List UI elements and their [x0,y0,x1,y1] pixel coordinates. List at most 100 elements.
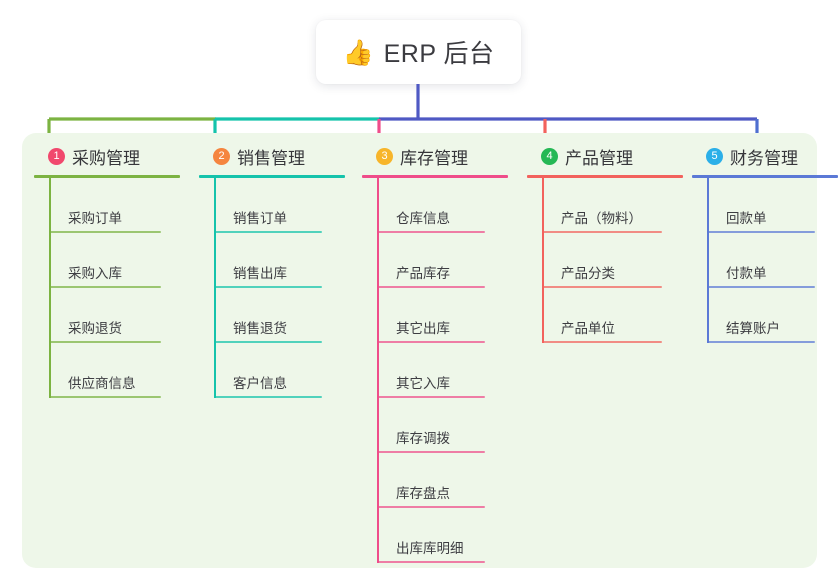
column-spine [214,178,216,398]
leaf-item[interactable]: 产品库存 [362,233,512,288]
leaf-item[interactable]: 产品分类 [527,233,687,288]
column-title: 采购管理 [72,148,140,168]
column-header-5[interactable]: 5 财务管理 [692,143,839,169]
column-header-rule [34,175,180,178]
leaf-item[interactable]: 其它出库 [362,288,512,343]
column-header-rule [527,175,683,178]
leaf-list: 回款单付款单结算账户 [692,178,839,343]
leaf-label: 采购订单 [68,211,122,226]
leaf-label: 仓库信息 [396,211,450,226]
leaf-item[interactable]: 产品（物料） [527,178,687,233]
leaf-rule [377,341,485,343]
leaf-item[interactable]: 出库库明细 [362,508,512,563]
leaf-item[interactable]: 采购订单 [34,178,184,233]
leaf-rule [707,341,815,343]
column-badge-2: 2 [213,147,230,165]
leaf-item[interactable]: 客户信息 [199,343,349,398]
leaf-item[interactable]: 销售出库 [199,233,349,288]
leaf-item[interactable]: 销售订单 [199,178,349,233]
leaf-item[interactable]: 结算账户 [692,288,839,343]
leaf-item[interactable]: 其它入库 [362,343,512,398]
column-spine [542,178,544,343]
leaf-item[interactable]: 供应商信息 [34,343,184,398]
leaf-item[interactable]: 库存调拨 [362,398,512,453]
leaf-rule [49,286,161,288]
column-badge-5: 5 [706,147,723,165]
leaf-rule [377,561,485,563]
leaf-item[interactable]: 付款单 [692,233,839,288]
leaf-label: 回款单 [726,211,767,226]
leaf-rule [377,506,485,508]
column-title: 产品管理 [565,148,633,168]
leaf-label: 付款单 [726,266,767,281]
leaf-rule [214,396,322,398]
leaf-item[interactable]: 采购退货 [34,288,184,343]
column-title: 销售管理 [237,148,305,168]
leaf-label: 供应商信息 [68,376,136,391]
leaf-rule [377,231,485,233]
leaf-rule [542,286,662,288]
column-header-rule [199,175,345,178]
column-4: 4 产品管理产品（物料） 产品分类产品单位 [527,143,687,343]
leaf-label: 销售出库 [233,266,287,281]
leaf-label: 产品单位 [561,321,615,336]
column-header-1[interactable]: 1 采购管理 [34,143,184,169]
leaf-label: 库存盘点 [396,486,450,501]
leaf-rule [377,451,485,453]
column-spine [49,178,51,398]
leaf-label: 产品（物料） [561,211,642,226]
leaf-label: 销售退货 [233,321,287,336]
column-badge-3: 3 [376,147,393,165]
leaf-rule [542,341,662,343]
leaf-label: 库存调拨 [396,431,450,446]
column-badge-4: 4 [541,147,558,165]
leaf-rule [377,396,485,398]
column-header-rule [362,175,508,178]
leaf-rule [49,231,161,233]
column-header-3[interactable]: 3 库存管理 [362,143,512,169]
column-title: 财务管理 [730,148,798,168]
leaf-item[interactable]: 回款单 [692,178,839,233]
leaf-rule [214,341,322,343]
leaf-label: 客户信息 [233,376,287,391]
leaf-item[interactable]: 仓库信息 [362,178,512,233]
content-panel [22,133,817,568]
leaf-rule [214,286,322,288]
leaf-rule [542,231,662,233]
column-2: 2 销售管理销售订单销售出库销售退货客户信息 [199,143,349,398]
leaf-list: 仓库信息产品库存其它出库其它入库库存调拨库存盘点出库库明细 [362,178,512,563]
leaf-rule [49,341,161,343]
leaf-item[interactable]: 产品单位 [527,288,687,343]
leaf-rule [214,231,322,233]
column-title: 库存管理 [400,148,468,168]
column-1: 1 采购管理采购订单采购入库采购退货供应商信息 [34,143,184,398]
column-header-rule [692,175,838,178]
leaf-rule [49,396,161,398]
root-node[interactable]: 👍 ERP 后台 [316,20,521,84]
leaf-rule [707,286,815,288]
column-5: 5 财务管理回款单付款单结算账户 [692,143,839,343]
leaf-list: 采购订单采购入库采购退货供应商信息 [34,178,184,398]
leaf-item[interactable]: 库存盘点 [362,453,512,508]
thumbs-up-icon: 👍 [342,38,374,67]
leaf-list: 销售订单销售出库销售退货客户信息 [199,178,349,398]
root-title: ERP 后台 [383,40,495,68]
leaf-label: 结算账户 [726,321,780,336]
column-spine [707,178,709,343]
leaf-label: 出库库明细 [396,541,464,556]
leaf-item[interactable]: 销售退货 [199,288,349,343]
column-badge-1: 1 [48,147,65,165]
leaf-item[interactable]: 采购入库 [34,233,184,288]
column-header-2[interactable]: 2 销售管理 [199,143,349,169]
column-header-4[interactable]: 4 产品管理 [527,143,687,169]
leaf-rule [377,286,485,288]
leaf-label: 产品库存 [396,266,450,281]
leaf-list: 产品（物料） 产品分类产品单位 [527,178,687,343]
column-spine [377,178,379,563]
leaf-label: 其它出库 [396,321,450,336]
leaf-rule [707,231,815,233]
leaf-label: 销售订单 [233,211,287,226]
column-3: 3 库存管理仓库信息产品库存其它出库其它入库库存调拨库存盘点出库库明细 [362,143,512,563]
leaf-label: 其它入库 [396,376,450,391]
leaf-label: 采购入库 [68,266,122,281]
